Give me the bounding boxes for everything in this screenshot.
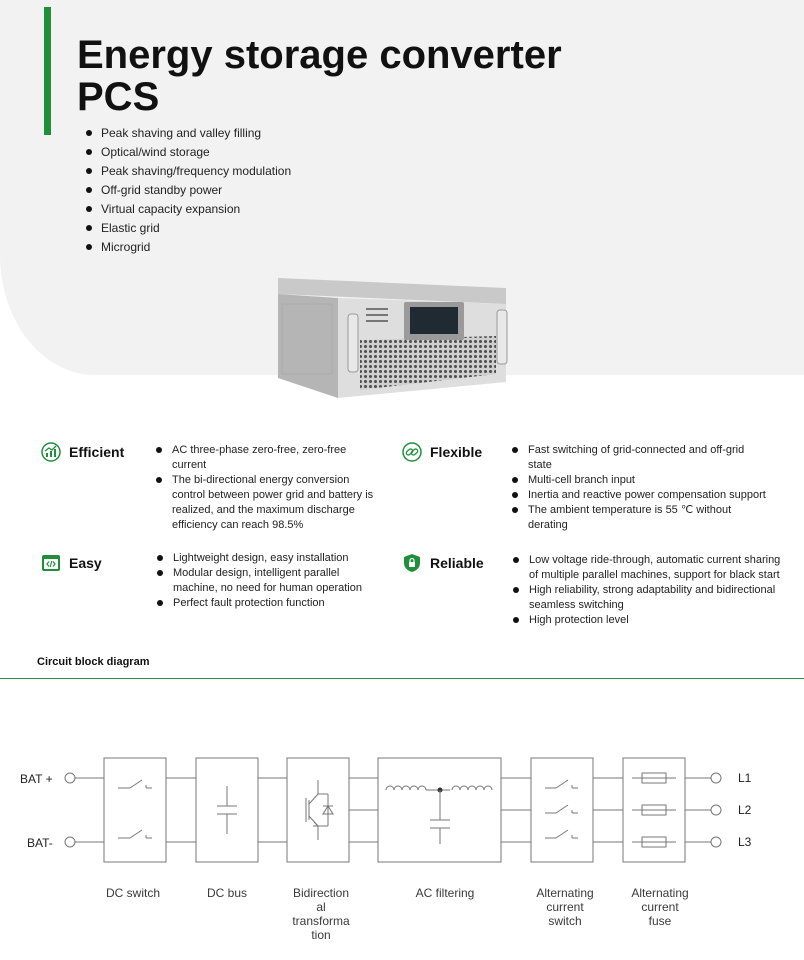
feature-item: Perfect fault protection function	[155, 596, 380, 611]
feature-item: Inertia and reactive power compensation …	[510, 488, 770, 503]
page-title: Energy storage converter PCS	[77, 34, 562, 118]
block-label: switch	[548, 914, 581, 928]
l3-terminal	[710, 836, 722, 848]
ac-filter-block	[377, 757, 502, 863]
ac-fuse-block	[622, 757, 686, 863]
feature-list-flexible: Fast switching of grid-connected and off…	[510, 443, 770, 533]
feature-item: The ambient temperature is 55 ℃ without …	[510, 503, 770, 533]
l1-terminal	[710, 772, 722, 784]
circuit-wires	[75, 777, 711, 843]
accent-bar	[44, 7, 51, 135]
l2-terminal	[710, 804, 722, 816]
circuit-block-diagram: BAT + BAT- L1 L2 L3 DC switch DC bus Bid…	[20, 757, 752, 942]
block-label: Bidirection	[293, 886, 349, 900]
block-label: transforma	[292, 914, 350, 928]
l1-label: L1	[738, 771, 752, 785]
application-list: Peak shaving and valley filling Optical/…	[86, 124, 291, 257]
dc-switch-block	[103, 757, 167, 863]
application-item: Optical/wind storage	[86, 143, 291, 162]
feature-list-efficient: AC three-phase zero-free, zero-free curr…	[154, 443, 374, 533]
section-divider	[0, 678, 804, 679]
feature-item: The bi-directional energy conversion con…	[154, 473, 374, 533]
feature-title: Flexible	[430, 444, 483, 460]
shield-lock-icon	[404, 554, 420, 572]
application-item: Microgrid	[86, 238, 291, 257]
block-label: DC switch	[106, 886, 160, 900]
block-label: al	[316, 900, 325, 914]
feature-item: Modular design, intelligent parallel mac…	[155, 566, 380, 596]
block-label: AC filtering	[416, 886, 475, 900]
feature-item: AC three-phase zero-free, zero-free curr…	[154, 443, 374, 473]
feature-list-easy: Lightweight design, easy installation Mo…	[155, 551, 380, 611]
feature-title: Reliable	[430, 555, 484, 571]
feature-flexible: Flexible	[402, 442, 482, 462]
chart-growth-icon	[41, 442, 61, 462]
feature-item: Fast switching of grid-connected and off…	[510, 443, 770, 473]
section-title: Circuit block diagram	[37, 656, 150, 668]
bat-plus-terminal	[64, 772, 76, 784]
l2-label: L2	[738, 803, 752, 817]
feature-title: Easy	[69, 555, 102, 571]
dc-bus-block	[195, 757, 259, 863]
block-label: fuse	[649, 914, 672, 928]
block-label: Alternating	[536, 886, 593, 900]
feature-item: High reliability, strong adaptability an…	[511, 583, 781, 613]
ac-switch-block	[530, 757, 594, 863]
feature-efficient: Efficient	[41, 442, 124, 462]
feature-easy: Easy	[41, 553, 102, 573]
block-label: tion	[311, 928, 330, 942]
block-label: current	[641, 900, 679, 914]
application-item: Peak shaving/frequency modulation	[86, 162, 291, 181]
feature-title: Efficient	[69, 444, 125, 460]
title-line-2: PCS	[77, 75, 160, 119]
block-label: Alternating	[631, 886, 688, 900]
feature-item: Lightweight design, easy installation	[155, 551, 380, 566]
inverter-block	[286, 757, 350, 863]
block-label: current	[546, 900, 584, 914]
bat-minus-label: BAT-	[27, 836, 53, 850]
title-line-1: Energy storage converter	[77, 33, 562, 77]
feature-list-reliable: Low voltage ride-through, automatic curr…	[511, 553, 781, 628]
link-icon	[402, 442, 422, 462]
bat-minus-terminal	[64, 836, 76, 848]
feature-reliable: Reliable	[402, 553, 484, 573]
code-window-icon	[42, 555, 60, 571]
feature-item: High protection level	[511, 613, 781, 628]
application-item: Elastic grid	[86, 219, 291, 238]
application-item: Peak shaving and valley filling	[86, 124, 291, 143]
feature-item: Multi-cell branch input	[510, 473, 770, 488]
block-label: DC bus	[207, 886, 247, 900]
application-item: Virtual capacity expansion	[86, 200, 291, 219]
feature-item: Low voltage ride-through, automatic curr…	[511, 553, 781, 583]
product-image	[278, 278, 508, 398]
bat-plus-label: BAT +	[20, 772, 53, 786]
l3-label: L3	[738, 835, 752, 849]
application-item: Off-grid standby power	[86, 181, 291, 200]
